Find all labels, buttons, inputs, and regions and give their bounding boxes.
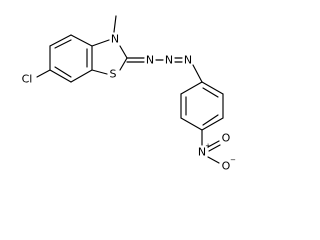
atom-chlorine: Cl <box>22 73 33 86</box>
atom-n-methyl: N <box>111 33 119 46</box>
atom-azo-n2: N <box>165 54 173 67</box>
chloro-bond <box>36 69 51 78</box>
atom-nitro-o-bottom: O <box>222 160 231 173</box>
methyl-bond <box>113 15 117 33</box>
triazene-chain <box>126 57 203 83</box>
atom-azo-n1: N <box>146 54 154 67</box>
charge-plus: + <box>205 142 211 150</box>
atom-nitro-n: N <box>198 146 206 159</box>
benzene-ring-right <box>180 81 224 131</box>
benzene-ring-left <box>49 34 93 83</box>
nitro-group-bonds <box>201 129 221 164</box>
structural-formula: N Cl S N N N N + O O − <box>22 15 236 173</box>
atom-azo-n3: N <box>184 54 192 67</box>
thiazole-ring <box>91 39 128 75</box>
atom-sulfur: S <box>110 68 117 81</box>
atom-nitro-o-top: O <box>222 132 231 145</box>
charge-minus: − <box>230 156 236 164</box>
